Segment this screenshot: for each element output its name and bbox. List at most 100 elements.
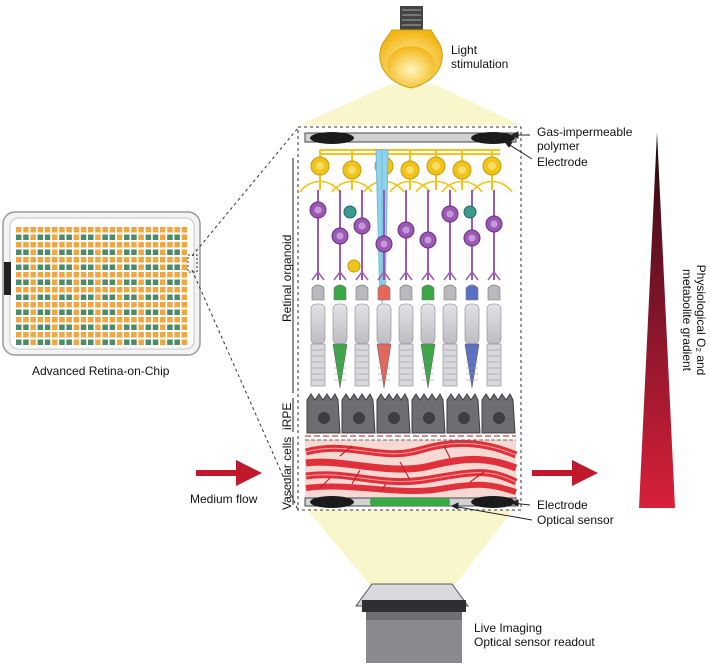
chip-well — [102, 242, 108, 248]
chip-well — [30, 249, 36, 255]
chip-well — [174, 324, 180, 330]
chip-well — [88, 339, 94, 345]
chip-well — [181, 309, 188, 315]
chip-well — [138, 287, 144, 293]
chip-well — [66, 234, 72, 240]
chip-well — [124, 234, 130, 240]
chip-well — [124, 287, 130, 293]
chip-well — [16, 257, 22, 263]
amacrine-cell — [343, 205, 357, 219]
chip-well — [167, 257, 173, 263]
chip-well — [37, 242, 44, 248]
chip-well — [109, 309, 116, 315]
chip-well — [16, 317, 22, 323]
chip-well — [59, 302, 65, 308]
chip-well — [124, 242, 130, 248]
chip-well — [95, 309, 101, 315]
chip-well — [145, 317, 152, 323]
chip-well — [102, 264, 108, 270]
chip-well — [167, 279, 173, 285]
chip-well — [23, 264, 29, 270]
chip-well — [66, 302, 72, 308]
chip-well — [59, 234, 65, 240]
chip-well — [181, 242, 188, 248]
chip-well — [37, 339, 44, 345]
chip-well — [167, 339, 173, 345]
electrode-top-right — [471, 132, 515, 144]
light-beam-bottom — [305, 507, 515, 585]
chip-well — [109, 317, 116, 323]
chip-well — [152, 264, 159, 270]
chip-well — [109, 257, 116, 263]
chip-well — [88, 302, 94, 308]
label-gas-impermeable-polymer: Gas-impermeable polymer — [537, 125, 633, 153]
chip-well — [167, 317, 173, 323]
electrode-bottom-right — [471, 496, 515, 508]
chip-well — [95, 317, 101, 323]
chip-well — [131, 324, 137, 330]
chip-well — [30, 317, 36, 323]
electrode-bottom-left — [310, 496, 354, 508]
chip-well — [66, 287, 72, 293]
chip-well — [138, 332, 144, 338]
chip-well — [181, 339, 188, 345]
chip-well — [23, 309, 29, 315]
chip-well — [16, 294, 22, 300]
chip-well — [37, 279, 44, 285]
chip-well — [80, 287, 87, 293]
label-retinal-organoid: Retinal organoid — [280, 234, 294, 322]
chip-well — [124, 227, 130, 233]
chip-well — [174, 287, 180, 293]
chip-well — [44, 242, 51, 248]
chip-well — [52, 234, 58, 240]
chip-well — [52, 324, 58, 330]
chip-well — [138, 227, 144, 233]
chip-well — [73, 242, 80, 248]
chip-well — [88, 234, 94, 240]
chip-well — [167, 264, 173, 270]
chip-well — [145, 287, 152, 293]
chip-well — [66, 242, 72, 248]
chip-well — [23, 317, 29, 323]
chip-well — [16, 302, 22, 308]
chip-well — [44, 234, 51, 240]
chip-well — [124, 257, 130, 263]
chip-well — [145, 272, 152, 278]
chip-well — [16, 272, 22, 278]
chip-well — [95, 287, 101, 293]
chip-well — [181, 249, 188, 255]
chip-well — [160, 294, 166, 300]
chip-well — [52, 309, 58, 315]
chip-well — [109, 272, 116, 278]
chip-well — [102, 287, 108, 293]
chip-well — [59, 272, 65, 278]
chip-well — [181, 324, 188, 330]
chip-well — [145, 339, 152, 345]
chip-well — [16, 264, 22, 270]
chip-well — [23, 257, 29, 263]
chip-well — [88, 317, 94, 323]
chip-well — [37, 287, 44, 293]
chip-well — [152, 257, 159, 263]
chip-well — [160, 234, 166, 240]
chip-well — [160, 287, 166, 293]
chip-well — [145, 309, 152, 315]
chip-well — [138, 309, 144, 315]
chip-well — [152, 339, 159, 345]
chip-well — [37, 227, 44, 233]
chip-well — [16, 324, 22, 330]
chip-well — [66, 272, 72, 278]
chip-well — [80, 339, 87, 345]
label-electrode-bottom: Electrode — [537, 498, 588, 512]
chip-well — [174, 234, 180, 240]
chip-well — [174, 264, 180, 270]
chip-well — [102, 332, 108, 338]
chip-well — [52, 317, 58, 323]
chip-well — [181, 294, 188, 300]
chip-well — [138, 234, 144, 240]
chip-well — [37, 324, 44, 330]
chip-well — [116, 324, 123, 330]
chip-well — [59, 332, 65, 338]
flow-arrow-icon — [196, 460, 598, 486]
chip-well — [95, 234, 101, 240]
